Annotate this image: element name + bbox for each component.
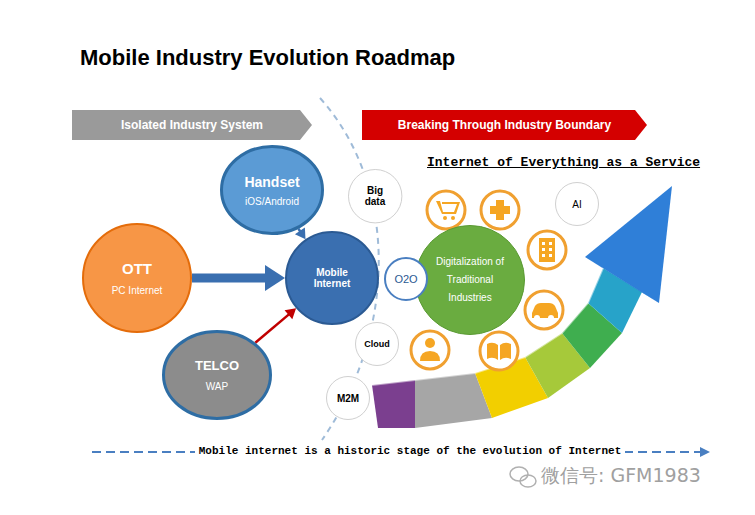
- node-text-group: Digitalization of Traditional Industries: [431, 253, 509, 307]
- node-shape: [82, 223, 192, 333]
- service-icons: [411, 191, 566, 370]
- node-text-group: O2O: [394, 273, 417, 285]
- node-label: Cloud: [364, 339, 390, 349]
- growth-arrow: [372, 186, 672, 428]
- node-outline: [416, 226, 525, 335]
- node-content: AI: [555, 182, 599, 226]
- node-outline: [356, 323, 399, 366]
- node-label: O2O: [394, 273, 417, 285]
- node-label: TELCO: [195, 358, 239, 373]
- node-text-group: Isolated Industry System: [121, 118, 263, 132]
- ott-circle: OTT PC Internet: [82, 223, 192, 333]
- connector-arrow: [192, 265, 285, 291]
- node-text-group: Breaking Through Industry Boundary: [398, 118, 611, 132]
- arrow-head: [285, 308, 297, 319]
- watermark: 微信号: GFM1983: [541, 463, 701, 489]
- o2o-circle: O2O: [384, 257, 428, 301]
- node-content: M2M: [326, 376, 370, 420]
- node-label: Digitalization of Traditional Industries: [431, 253, 509, 307]
- node-outline: [164, 332, 271, 419]
- node-content: Breaking Through Industry Boundary: [362, 110, 647, 140]
- node-content: Handset iOS/Android: [220, 145, 324, 235]
- node-sublabel: WAP: [195, 381, 239, 392]
- timeline-caption: Mobile internet is a historic stage of t…: [195, 445, 625, 457]
- node-text-group: Mobile Internet: [301, 267, 363, 289]
- node-sublabel: PC Internet: [112, 285, 163, 296]
- node-outline: [556, 183, 599, 226]
- connector-line: [255, 314, 289, 343]
- node-text-group: Cloud: [364, 339, 390, 349]
- node-content: Mobile Internet: [285, 231, 379, 325]
- node-text-group: M2M: [337, 393, 359, 404]
- node-outline: [286, 232, 378, 324]
- node-content: O2O: [384, 257, 428, 301]
- tech-circle: Cloud: [355, 322, 399, 366]
- wechat-icon: [510, 467, 536, 487]
- node-text-group: OTT PC Internet: [112, 260, 163, 296]
- hub-circle: Mobile Internet: [285, 231, 379, 325]
- node-outline: [327, 377, 370, 420]
- banner-shape: [72, 110, 312, 140]
- telco-circle: TELCO WAP: [162, 330, 272, 420]
- banner-shape: [362, 110, 647, 140]
- node-content: Isolated Industry System: [72, 110, 312, 140]
- node-label: M2M: [337, 393, 359, 404]
- node-outline: [385, 258, 427, 300]
- node-label: Breaking Through Industry Boundary: [398, 118, 611, 132]
- node-outline: [348, 169, 401, 222]
- tech-circle: AI: [555, 182, 599, 226]
- industry-circle: Digitalization of Traditional Industries: [415, 225, 525, 335]
- stage-banner: Breaking Through Industry Boundary: [362, 110, 647, 140]
- handset-circle: Handset iOS/Android: [220, 145, 324, 235]
- node-content: OTT PC Internet: [82, 223, 192, 333]
- node-outline: [222, 147, 323, 234]
- node-content: Cloud: [355, 322, 399, 366]
- node-shape: [220, 145, 324, 235]
- node-content: Big data: [348, 169, 402, 223]
- section-heading: Internet of Everything as a Service: [427, 155, 700, 170]
- node-outline: [83, 224, 191, 332]
- node-label: Isolated Industry System: [121, 118, 263, 132]
- node-shape: [162, 330, 272, 420]
- arrow-head: [265, 265, 285, 291]
- connector-arrow: [255, 308, 296, 342]
- tech-circle: M2M: [326, 376, 370, 420]
- node-label: Big data: [358, 185, 392, 207]
- node-content: TELCO WAP: [162, 330, 272, 420]
- node-sublabel: iOS/Android: [244, 196, 299, 207]
- node-text-group: AI: [572, 199, 581, 210]
- tech-circle: Big data: [348, 169, 402, 223]
- node-content: Digitalization of Traditional Industries: [415, 225, 525, 335]
- node-label: OTT: [112, 260, 163, 277]
- node-text-group: Big data: [358, 185, 392, 207]
- diagram-title: Mobile Industry Evolution Roadmap: [80, 45, 455, 71]
- stage-banner: Isolated Industry System: [72, 110, 312, 140]
- connector-line: [192, 274, 266, 283]
- node-label: Mobile Internet: [301, 267, 363, 289]
- node-text-group: TELCO WAP: [195, 358, 239, 392]
- node-label: AI: [572, 199, 581, 210]
- node-label: Handset: [244, 174, 299, 190]
- node-text-group: Handset iOS/Android: [244, 174, 299, 207]
